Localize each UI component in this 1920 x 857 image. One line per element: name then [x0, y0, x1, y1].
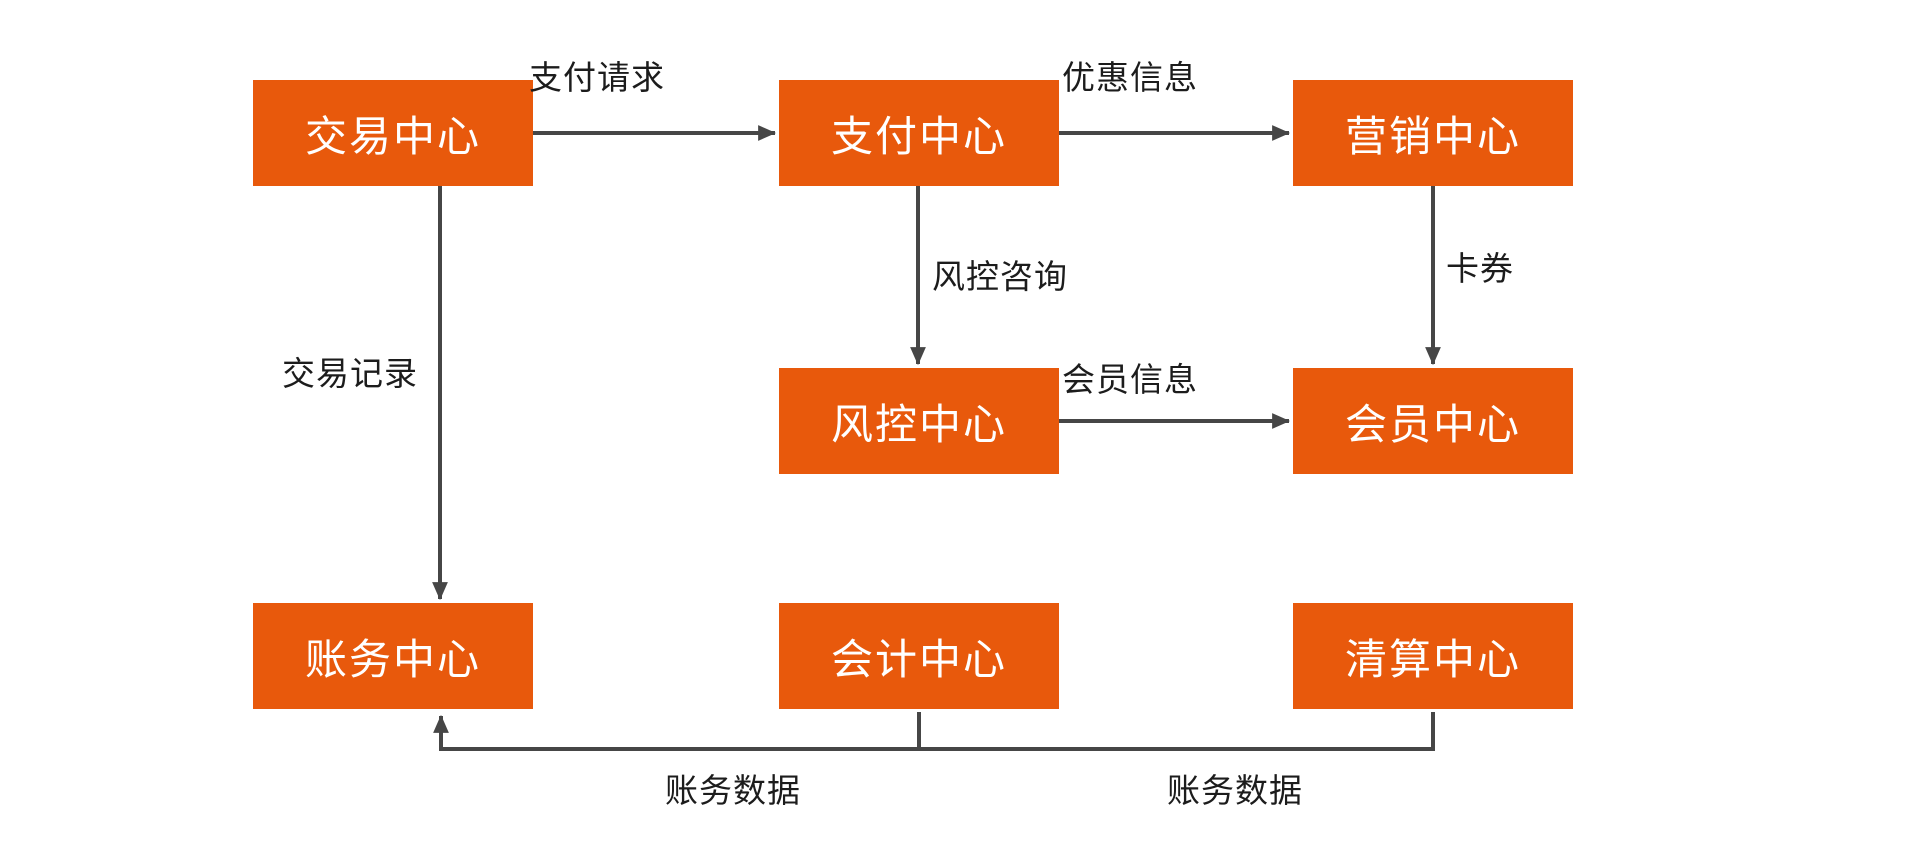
edge-label-member-info: 会员信息	[1062, 361, 1198, 398]
edge-accounting-data-bus-arrow	[433, 712, 1435, 751]
node-accounting-center: 会计中心	[779, 603, 1059, 709]
edge-label-transaction-record: 交易记录	[282, 355, 418, 392]
edge-label-accounting-data-right: 账务数据	[1167, 772, 1303, 809]
node-risk-center: 风控中心	[779, 368, 1059, 474]
node-billing-center: 账务中心	[253, 603, 533, 709]
edge-label-risk-consult: 风控咨询	[932, 258, 1068, 295]
edge-label-pay-request: 支付请求	[529, 59, 665, 96]
edge-label-coupon: 卡券	[1446, 250, 1514, 287]
edge-label-discount-info: 优惠信息	[1062, 59, 1198, 96]
node-clearing-center: 清算中心	[1293, 603, 1573, 709]
node-trade-center: 交易中心	[253, 80, 533, 186]
edge-label-accounting-data-left: 账务数据	[665, 772, 801, 809]
node-payment-center: 支付中心	[779, 80, 1059, 186]
node-marketing-center: 营销中心	[1293, 80, 1573, 186]
node-member-center: 会员中心	[1293, 368, 1573, 474]
